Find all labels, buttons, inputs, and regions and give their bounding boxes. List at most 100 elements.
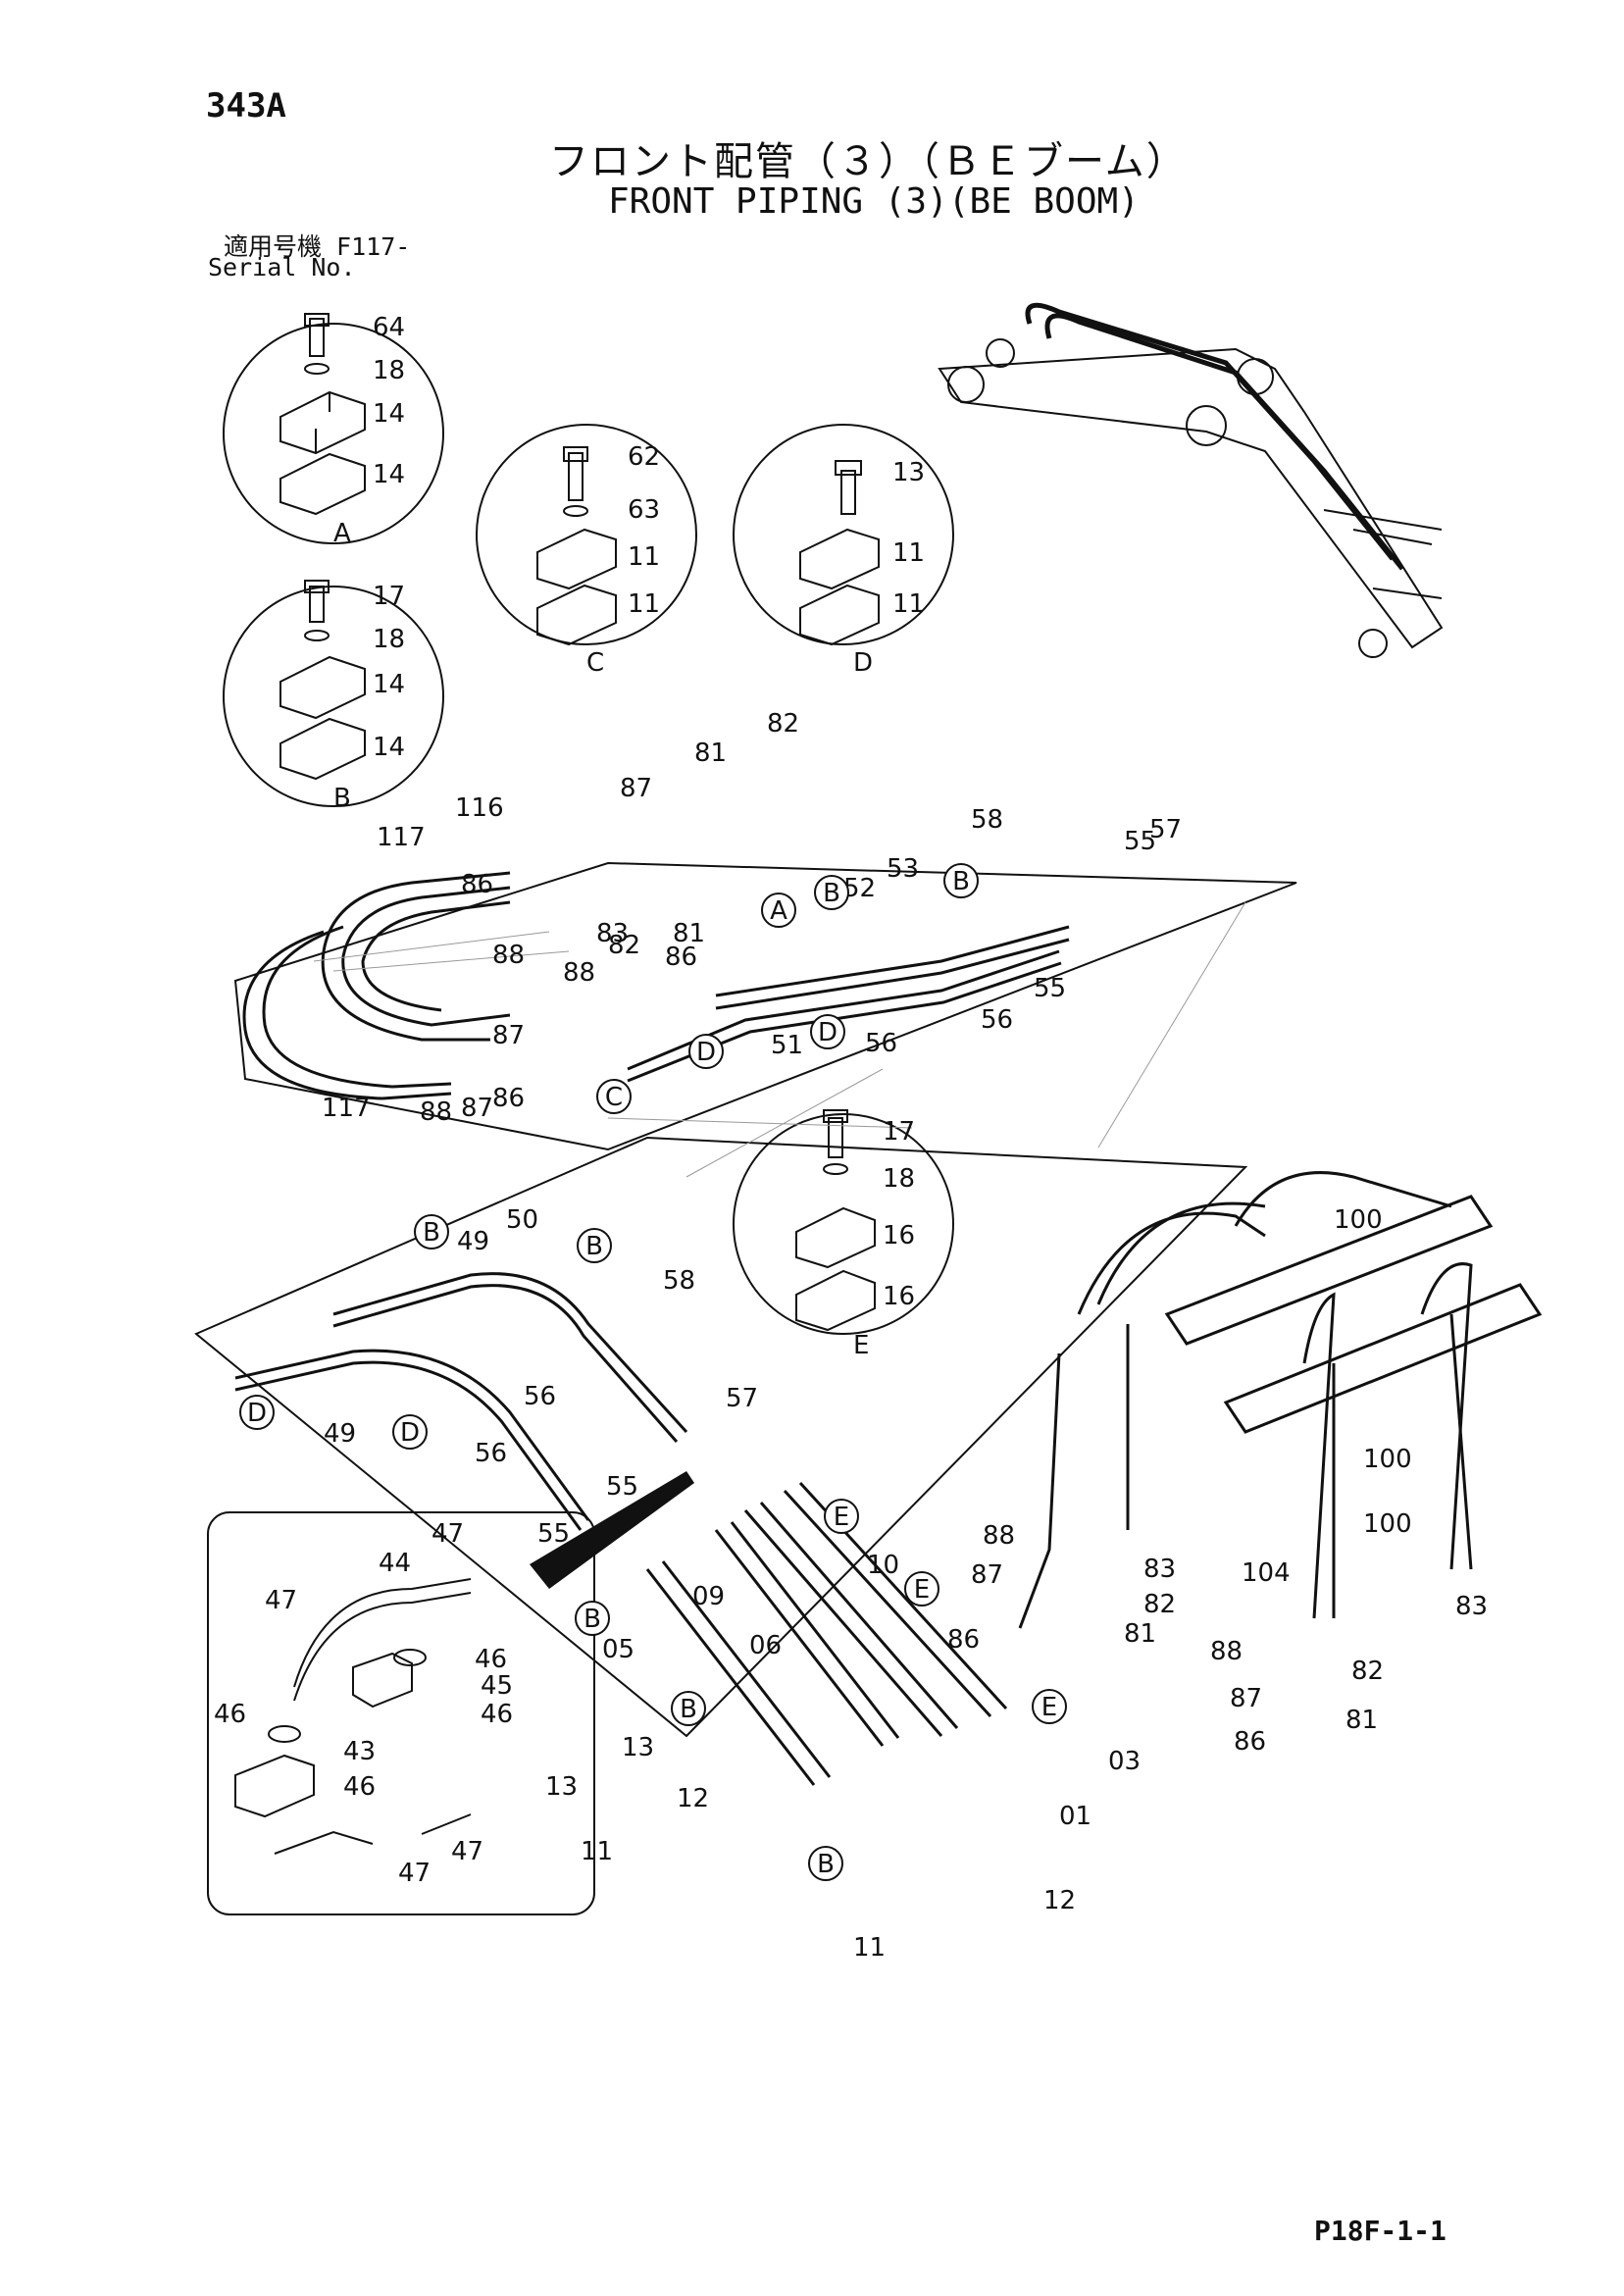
svg-text:B: B [952,867,970,896]
right-pipes-100-104 [1018,1171,1543,1629]
lower-clamp-marker: E [824,1499,859,1534]
inset-circle-c [476,424,697,645]
lower-callout: 11 [581,1837,613,1866]
callout: 11 [892,538,925,568]
hose-116-117 [242,871,511,1100]
callout: 13 [892,458,925,487]
lower-callout: 01 [1059,1802,1091,1831]
callout: 18 [373,356,405,385]
upper-pipes-51-52-53 [627,925,1070,1083]
svg-text:B: B [585,1232,603,1261]
lower-callout: 55 [537,1519,570,1549]
callout: 14 [373,460,405,489]
upper-clamp-marker: C [596,1079,632,1114]
callout: 14 [373,733,405,762]
serial-label-english: Serial No. [208,253,356,281]
detail-callout: 47 [431,1519,464,1549]
lower-callout: 86 [947,1625,980,1655]
upper-clamp-marker: B [943,863,979,898]
upper-callout: 58 [971,805,1003,835]
svg-text:D: D [818,1018,837,1047]
upper-callout: 86 [665,943,697,972]
callout: 62 [628,442,660,472]
callout: 16 [883,1221,915,1250]
upper-callout: 53 [887,854,919,884]
callout: 63 [628,495,660,525]
svg-text:D: D [696,1038,716,1067]
upper-callout: 117 [377,823,426,852]
lower-pipes-49-50 [234,1272,688,1531]
lower-callout: 83 [1143,1555,1176,1584]
callout: 64 [373,313,405,342]
upper-callout: 51 [771,1031,803,1060]
detail-callout: 46 [481,1700,513,1729]
lower-callout: 55 [606,1472,638,1502]
svg-text:A: A [770,896,787,926]
upper-callout: 87 [492,1021,525,1050]
upper-callout: 55 [1034,974,1066,1003]
lower-callout: 88 [983,1521,1015,1551]
lower-clamp-marker: D [239,1395,275,1430]
lower-callout: 58 [663,1266,695,1296]
inset-label-c: C [586,648,604,678]
lower-clamp-marker: D [392,1414,428,1450]
lower-callout: 56 [524,1382,556,1411]
upper-callout: 56 [981,1005,1013,1035]
lower-callout: 05 [602,1635,634,1664]
upper-callout: 86 [492,1084,525,1113]
upper-clamp-marker: D [810,1014,845,1049]
detail-box [207,1511,595,1915]
svg-text:C: C [605,1083,623,1112]
upper-callout: 86 [461,870,493,899]
footer-reference: P18F-1-1 [1314,2215,1446,2247]
lower-clamp-marker: B [808,1846,843,1881]
title-english: FRONT PIPING (3)(BE BOOM) [608,181,1140,222]
upper-clamp-marker: A [761,893,796,928]
inset-b-parts [279,580,366,781]
lower-callout: 82 [1143,1590,1176,1619]
lower-callout: 86 [1234,1727,1266,1757]
upper-clamp-marker: B [814,875,849,910]
inset-label-d: D [853,648,873,678]
lower-callout: 06 [749,1631,782,1660]
lower-callout: 49 [324,1419,356,1449]
lower-callout: 100 [1363,1509,1412,1539]
detail-connector [530,1471,694,1589]
callout: 17 [373,582,405,611]
callout: 11 [628,542,660,572]
upper-assembly-outline [233,861,1297,1151]
lower-clamp-marker: E [1032,1689,1067,1724]
lower-callout: 81 [1345,1706,1378,1735]
detail-callout: 43 [343,1737,376,1766]
lower-callout: 03 [1108,1747,1141,1776]
detail-box-parts [234,1578,472,1855]
inset-label-e: E [853,1331,869,1360]
upper-callout: 81 [694,739,727,768]
inset-circle-a [223,323,444,544]
lower-callout: 12 [677,1784,709,1813]
callout: 11 [628,589,660,619]
inset-circle-d [733,424,954,645]
lower-callout: 57 [726,1384,758,1413]
detail-callout: 47 [265,1586,297,1615]
upper-callout: 83 [596,919,629,948]
lower-callout: 82 [1351,1657,1384,1686]
upper-callout: 55 [1124,827,1156,856]
lower-callout: 10 [867,1551,899,1580]
lower-callout: 88 [1210,1637,1243,1666]
svg-text:E: E [1041,1693,1057,1722]
lower-callout: 11 [853,1933,886,1963]
upper-callout: 88 [563,958,595,988]
inset-d-parts [799,460,880,646]
callout: 18 [373,625,405,654]
svg-text:D: D [400,1418,420,1448]
lower-callout: 13 [545,1772,578,1802]
page-number: 343A [206,86,286,126]
lower-callout: 13 [622,1733,654,1762]
lower-clamp-marker: B [671,1691,706,1726]
lower-callout: 56 [475,1439,507,1468]
lower-clamp-marker: B [575,1601,610,1636]
svg-text:B: B [680,1695,697,1724]
